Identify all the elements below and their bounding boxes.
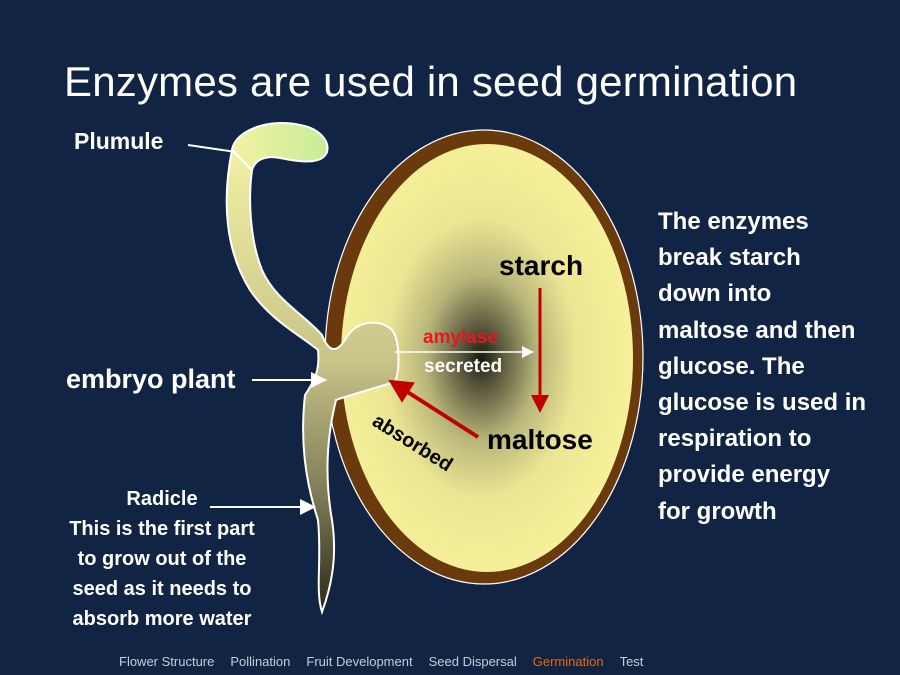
seed — [324, 129, 644, 585]
absorbed-arrow — [388, 379, 480, 439]
nav-test[interactable]: Test — [619, 654, 644, 669]
nav-germination[interactable]: Germination — [532, 654, 604, 669]
plumule-pointer — [187, 144, 237, 153]
nav-seed-dispersal[interactable]: Seed Dispersal — [428, 654, 517, 669]
nav-fruit-development[interactable]: Fruit Development — [306, 654, 413, 669]
nav-pollination[interactable]: Pollination — [230, 654, 291, 669]
amylase-label: amylase — [423, 327, 499, 348]
maltose-label: maltose — [487, 424, 593, 455]
explanation-text: The enzymes break starch down into malto… — [658, 208, 867, 525]
embryo-plant-label: embryo plant — [66, 364, 236, 394]
slide-navigation: Flower Structure Pollination Fruit Devel… — [119, 654, 659, 669]
plumule-label: Plumule — [74, 128, 164, 154]
nav-flower-structure[interactable]: Flower Structure — [119, 654, 215, 669]
starch-label: starch — [499, 250, 584, 281]
secreted-label: secreted — [424, 356, 503, 377]
slide-title: Enzymes are used in seed germination — [64, 58, 798, 105]
radicle-label: Radicle This is the first part to grow o… — [69, 488, 255, 630]
embryo-plant — [225, 121, 400, 616]
